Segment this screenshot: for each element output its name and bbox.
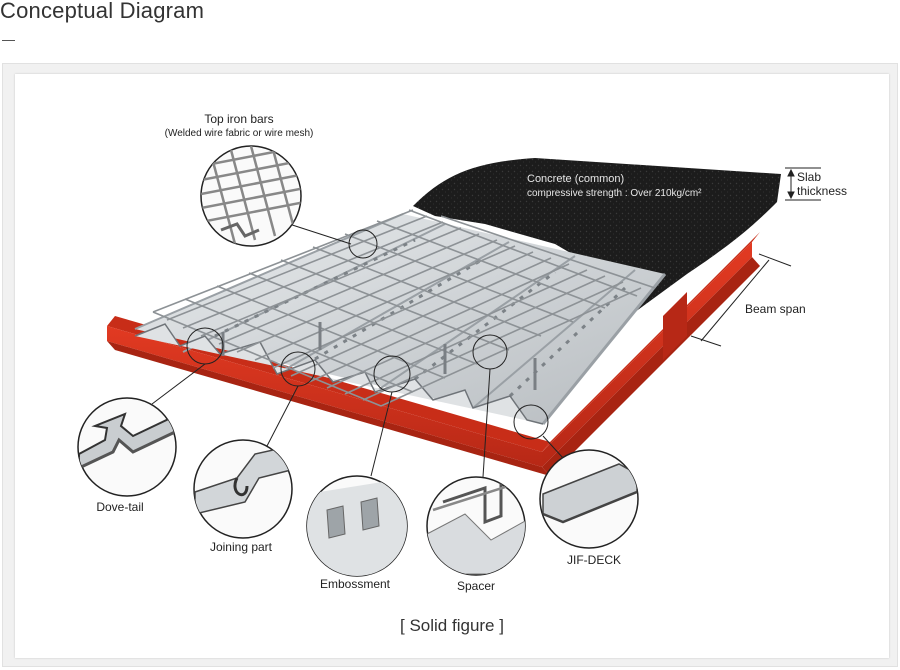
detail-joining-part — [193, 439, 293, 539]
figure-caption: [ Solid figure ] — [400, 616, 504, 635]
detail-dove-tail — [77, 397, 177, 497]
concrete-slab — [413, 158, 781, 312]
label-beam-span: Beam span — [745, 302, 806, 316]
slab-thickness-marker — [785, 167, 821, 201]
detail-top-iron-bars — [200, 145, 302, 247]
label-spacer: Spacer — [457, 579, 495, 593]
beam-span-marker — [690, 253, 792, 347]
label-concrete: Concrete (common) — [527, 173, 624, 185]
label-top-iron-bars: Top iron bars — [204, 112, 273, 126]
conceptual-diagram-figure: Top iron bars (Welded wire fabric or wir… — [77, 112, 847, 593]
page-title: Conceptual Diagram — [0, 0, 205, 23]
title-underline — [2, 40, 15, 41]
label-jif-deck: JIF-DECK — [567, 553, 621, 567]
wire-mesh — [152, 209, 656, 407]
detail-embossment — [306, 475, 408, 577]
label-embossment: Embossment — [320, 577, 391, 591]
diagram-frame: Top iron bars (Welded wire fabric or wir… — [2, 63, 898, 667]
label-dove-tail: Dove-tail — [96, 500, 143, 514]
label-joining-part: Joining part — [210, 540, 273, 554]
diagram-card: Top iron bars (Welded wire fabric or wir… — [15, 74, 889, 658]
detail-jif-deck — [539, 449, 639, 549]
steel-beam-right — [542, 232, 760, 476]
detail-spacer — [426, 476, 526, 576]
label-slab-thickness-line1: Slab — [797, 170, 821, 184]
leader-lines — [151, 221, 564, 478]
label-top-iron-bars-note: (Welded wire fabric or wire mesh) — [165, 128, 314, 139]
callout-markers — [186, 229, 549, 440]
label-slab-thickness-line2: thickness — [797, 184, 847, 198]
label-concrete-strength: compressive strength : Over 210kg/cm² — [527, 188, 702, 199]
